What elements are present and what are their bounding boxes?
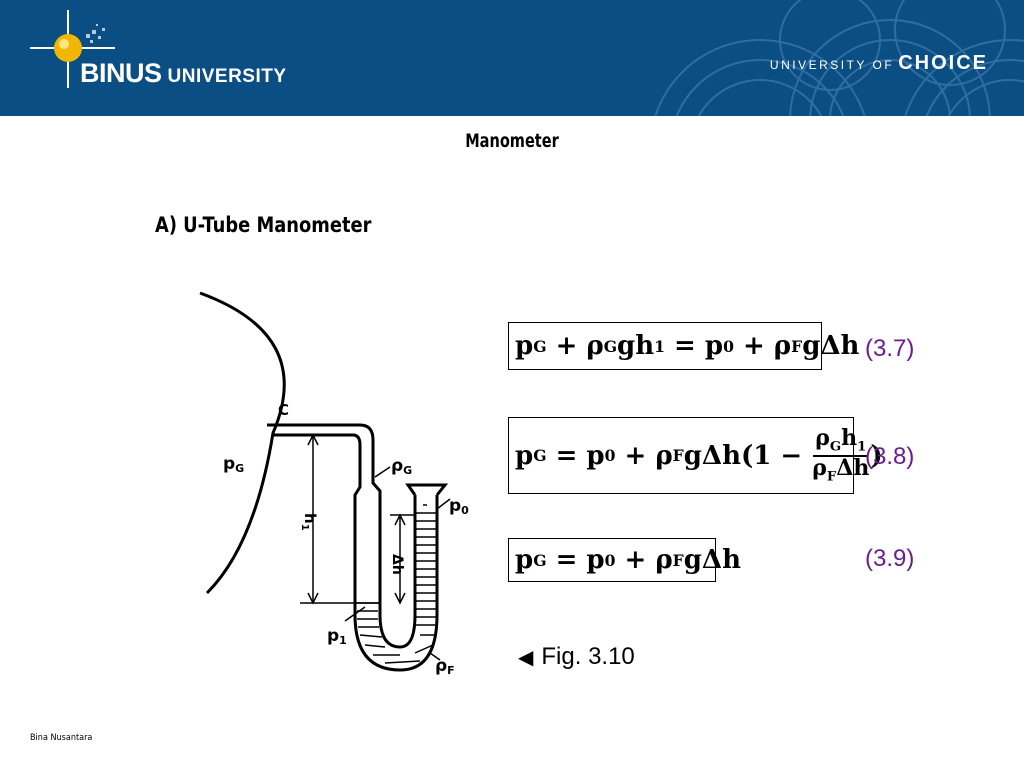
tank-wall	[199, 291, 286, 595]
label-pg: pG	[223, 454, 244, 475]
label-rho-f: ρF	[435, 656, 455, 677]
slide-title: Manometer	[465, 130, 559, 152]
footer-text: Bina Nusantara	[30, 733, 93, 743]
left-arrow-icon: ◀	[518, 646, 534, 669]
label-c: C	[278, 401, 289, 419]
label-dh: Δh	[389, 554, 405, 575]
label-h1: h1	[299, 513, 319, 531]
label-rho-g: ρG	[391, 456, 412, 477]
label-p1: p1	[327, 626, 347, 647]
equation-number-3-9: (3.9)	[865, 545, 915, 572]
decorative-arcs	[654, 0, 1024, 116]
binus-logo-icon	[30, 10, 115, 88]
tagline-small: UNIVERSITY OF	[769, 58, 895, 72]
brand-sub: UNIVERSITY	[167, 66, 287, 87]
equation-number-3-8: (3.8)	[865, 443, 915, 470]
manometer-fluid	[355, 504, 436, 664]
label-p0: p0	[449, 496, 469, 517]
brand-name: BINUS	[80, 58, 162, 88]
tagline-big: CHOICE	[898, 52, 988, 74]
figure-reference: ◀ Fig. 3.10	[518, 643, 635, 671]
figure-reference-text: Fig. 3.10	[541, 643, 635, 670]
equation-number-3-7: (3.7)	[865, 335, 915, 362]
u-tube-manometer-diagram: C pG ρG p0 h1 Δh p1 ρF	[199, 291, 469, 677]
slide-subtitle: A) U-Tube Manometer	[155, 213, 372, 237]
